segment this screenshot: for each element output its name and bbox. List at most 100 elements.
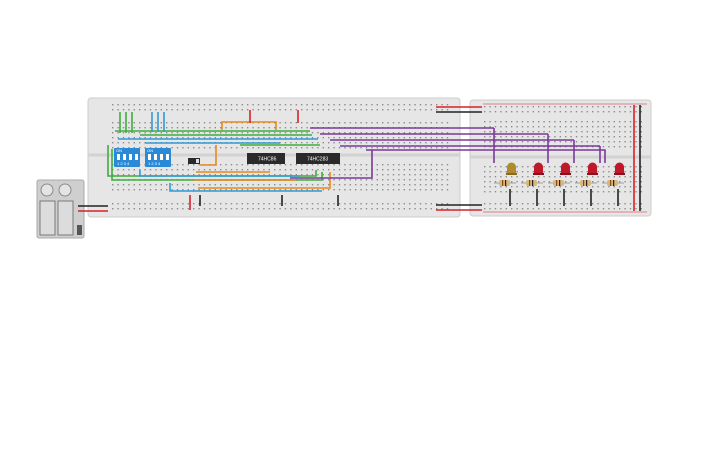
breadboard-hole (619, 181, 621, 183)
breadboard-hole (608, 208, 610, 210)
breadboard-hole (149, 109, 152, 111)
battery-pack[interactable] (36, 179, 85, 239)
breadboard-hole (257, 147, 260, 149)
breadboard-hole (295, 104, 297, 106)
chip-74hc86[interactable]: 74HC86 (247, 153, 285, 164)
breadboard-hole (548, 106, 551, 108)
breadboard-hole (144, 203, 146, 205)
breadboard-hole (155, 109, 157, 111)
breadboard-hole (521, 136, 524, 138)
breadboard-hole (122, 104, 125, 106)
resistors[interactable] (494, 180, 624, 186)
breadboard-hole (257, 109, 260, 111)
breadboard-hole (149, 137, 152, 139)
led-5[interactable] (614, 162, 625, 176)
breadboard-hole (592, 111, 594, 113)
breadboard-hole (532, 208, 534, 210)
breadboard-hole (365, 147, 368, 149)
blue-wires[interactable] (118, 112, 322, 192)
breadboard-hole (225, 109, 227, 111)
breadboard-hole (409, 208, 411, 210)
breadboard-hole (257, 127, 260, 129)
breadboard-hole (436, 174, 438, 176)
breadboard-hole (586, 111, 588, 113)
breadboard-hole (532, 203, 534, 205)
breadboard-hole (586, 166, 588, 168)
resistor-2[interactable] (521, 180, 543, 186)
breadboard-hole (311, 109, 314, 111)
breadboard-hole (398, 142, 400, 144)
breadboard-hole (128, 147, 130, 149)
breadboard-hole (268, 169, 270, 171)
purple-wires[interactable] (290, 127, 606, 179)
breadboard-hole (133, 208, 135, 210)
breadboard-hole (317, 208, 319, 210)
breadboard-hole (597, 111, 599, 113)
breadboard-hole (414, 142, 416, 144)
breadboard-hole (597, 131, 599, 133)
breadboard-hole (640, 171, 642, 173)
breadboard-hole (608, 141, 610, 143)
breadboard-hole (398, 109, 400, 111)
dip-switch-1[interactable]: ON 1 2 3 4 (114, 148, 140, 167)
breadboard-hole (128, 122, 130, 124)
breadboard-hole (360, 122, 362, 124)
breadboard-hole (570, 121, 572, 123)
resistor-4[interactable] (575, 180, 597, 186)
breadboard-hole (306, 122, 308, 124)
breadboard-hole (322, 184, 324, 186)
chip-74hc283[interactable]: 74HC283 (296, 153, 340, 164)
resistor-3[interactable] (548, 180, 570, 186)
breadboard-hole (214, 137, 216, 139)
resistor-5[interactable] (602, 180, 624, 186)
breadboard-hole (290, 184, 292, 186)
breadboard-hole (521, 191, 524, 193)
breadboard-hole (403, 203, 405, 205)
led-2[interactable] (533, 162, 544, 176)
black-wires[interactable] (78, 105, 641, 211)
breadboard-hole (241, 174, 243, 176)
breadboard-hole (279, 208, 281, 210)
breadboard-hole (338, 169, 341, 171)
breadboard-hole (409, 184, 411, 186)
breadboard-hole (220, 189, 222, 191)
breadboard-hole (608, 121, 610, 123)
breadboard-hole (344, 179, 346, 181)
breadboard-hole (144, 104, 146, 106)
breadboard-hole (230, 189, 233, 191)
breadboard-hole (629, 131, 632, 133)
breadboard-hole (500, 171, 502, 173)
breadboard-hole (554, 171, 556, 173)
breadboard-hole (543, 106, 545, 108)
breadboard-hole (602, 166, 605, 168)
breadboard-hole (441, 109, 443, 111)
breadboard-hole (209, 137, 211, 139)
breadboard-hole (355, 109, 357, 111)
breadboard-hole (613, 191, 615, 193)
led-1[interactable] (506, 162, 517, 176)
breadboard-hole (419, 184, 422, 186)
breadboard-hole (122, 137, 125, 139)
breadboard-hole (403, 122, 405, 124)
led-4[interactable] (587, 162, 598, 176)
led-3[interactable] (560, 162, 571, 176)
breadboard-hole (160, 208, 162, 210)
breadboard-hole (398, 179, 400, 181)
breadboard-hole (441, 104, 443, 106)
breadboard-hole (209, 184, 211, 186)
breadboard-hole (446, 184, 449, 186)
breadboard-hole (640, 181, 642, 183)
dip-switch-2[interactable]: ON 1 2 3 4 (145, 148, 171, 167)
breadboard-hole (619, 186, 621, 188)
red-wires[interactable] (78, 105, 635, 212)
breadboard-hole (112, 184, 114, 186)
small-component[interactable] (188, 158, 200, 164)
breadboard-hole (252, 203, 254, 205)
breadboard-hole (365, 174, 368, 176)
breadboard-hole (317, 137, 319, 139)
resistor-1[interactable] (494, 180, 516, 186)
breadboard-hole (279, 142, 281, 144)
breadboard-hole (220, 104, 222, 106)
leds[interactable] (506, 162, 625, 176)
